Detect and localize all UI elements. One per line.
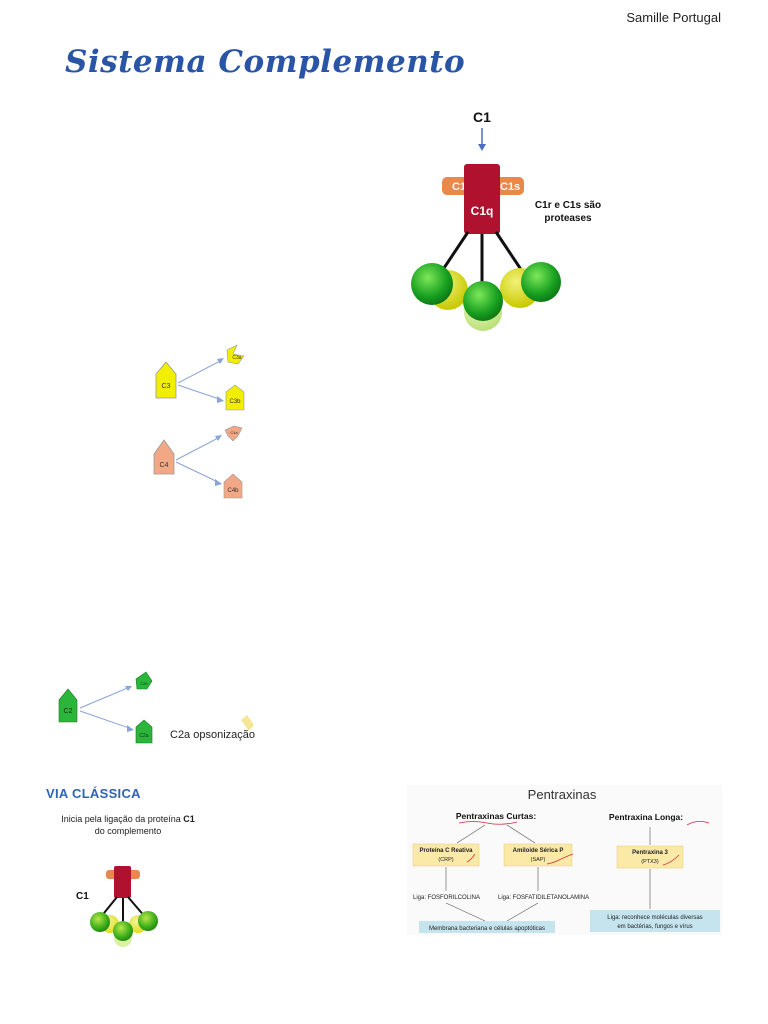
c1q-body xyxy=(114,866,131,898)
c1q-head xyxy=(521,262,561,302)
c2-label: C2 xyxy=(64,708,73,715)
pentraxina-longa-label: Pentraxina Longa: xyxy=(609,812,683,822)
c3a-fragment xyxy=(226,344,245,365)
c2a-opsonization-note: C2a opsonização xyxy=(170,729,255,741)
description-text: Inicia pela ligação da proteína xyxy=(61,814,184,824)
crp-abbr: (CRP) xyxy=(438,857,453,863)
pentraxinas-diagram: Pentraxinas Pentraxinas Curtas: Pentraxi… xyxy=(412,787,720,933)
ptx3-ligand-line2: em bactérias, fungos e vírus xyxy=(617,924,692,930)
c2b-label: C2b xyxy=(140,681,148,686)
protease-note-line2: proteases xyxy=(544,213,592,224)
c3b-label: C3b xyxy=(229,399,241,405)
description-bold: C1 xyxy=(183,814,195,824)
c4-label: C4 xyxy=(160,462,169,469)
description-text: do complemento xyxy=(94,826,162,836)
ptx3-ligand-box xyxy=(590,910,720,932)
via-classica-description: Inicia pela ligação da proteína C1 do co… xyxy=(48,813,208,837)
via-classica-c1-diagram: C1 xyxy=(76,866,158,947)
page-title: Sistema Complemento xyxy=(65,44,466,80)
c3a-label: C3a xyxy=(232,355,241,361)
c1-arrow-label: C1 xyxy=(473,109,491,125)
c1q-label: C1q xyxy=(471,204,494,218)
c4a-label: C4a xyxy=(230,430,238,435)
c4b-shape xyxy=(223,473,243,499)
c1q-head xyxy=(411,263,453,305)
c3-label: C3 xyxy=(162,383,171,390)
c2b-fragment xyxy=(135,671,153,690)
ptx3-ligand-line1: Liga: reconhece moléculas diversas xyxy=(607,915,702,921)
pentraxinas-title: Pentraxinas xyxy=(528,787,597,802)
c1q-body xyxy=(464,164,500,234)
membrana-box xyxy=(419,921,555,933)
pencil-icon xyxy=(241,715,254,731)
c4b-label: C4b xyxy=(227,488,239,494)
pentraxinas-curtas-label: Pentraxinas Curtas: xyxy=(456,811,536,821)
c1s-label: C1s xyxy=(500,181,520,193)
via-classica-title: VIA CLÁSSICA xyxy=(46,786,141,801)
c3-shape xyxy=(155,361,177,399)
c2a-shape xyxy=(135,719,153,744)
c2-cleavage-diagram: C2 C2b C2a C2a opsonização xyxy=(58,671,255,744)
sap-box xyxy=(503,843,573,867)
sap-abbr: (SAP) xyxy=(531,857,546,863)
membrana-text: Membrana bacteriana e células apoptótica… xyxy=(429,926,545,932)
protease-note-line1: C1r e C1s são xyxy=(535,200,601,211)
c4-shape xyxy=(153,439,175,475)
ptx3-name: Pentraxina 3 xyxy=(632,850,668,856)
crp-ligand: Liga: FOSFORILCOLINA xyxy=(413,895,480,901)
c3b-shape xyxy=(225,384,245,411)
crp-box xyxy=(412,843,480,867)
c2a-label: C2a xyxy=(139,733,148,739)
c1-label: C1 xyxy=(76,891,89,902)
author-name: Samille Portugal xyxy=(626,10,721,25)
ptx3-box xyxy=(616,845,684,869)
sap-name: Amiloide Sérica P xyxy=(513,848,564,854)
c4a-fragment xyxy=(224,425,243,442)
ptx3-abbr: (PTX3) xyxy=(641,859,659,865)
c3-c4-cleavage-diagram: C3 C3a C3b C4 C4a C4b xyxy=(153,344,245,499)
c2-shape xyxy=(58,688,78,723)
c1-complex-diagram: C1 C1r C1s C1q C1r e C1s são proteases xyxy=(411,109,601,331)
sap-ligand: Liga: FOSFATIDILETANOLAMINA xyxy=(498,895,589,901)
c1q-head xyxy=(463,281,503,321)
crp-name: Proteína C Reativa xyxy=(419,848,473,854)
